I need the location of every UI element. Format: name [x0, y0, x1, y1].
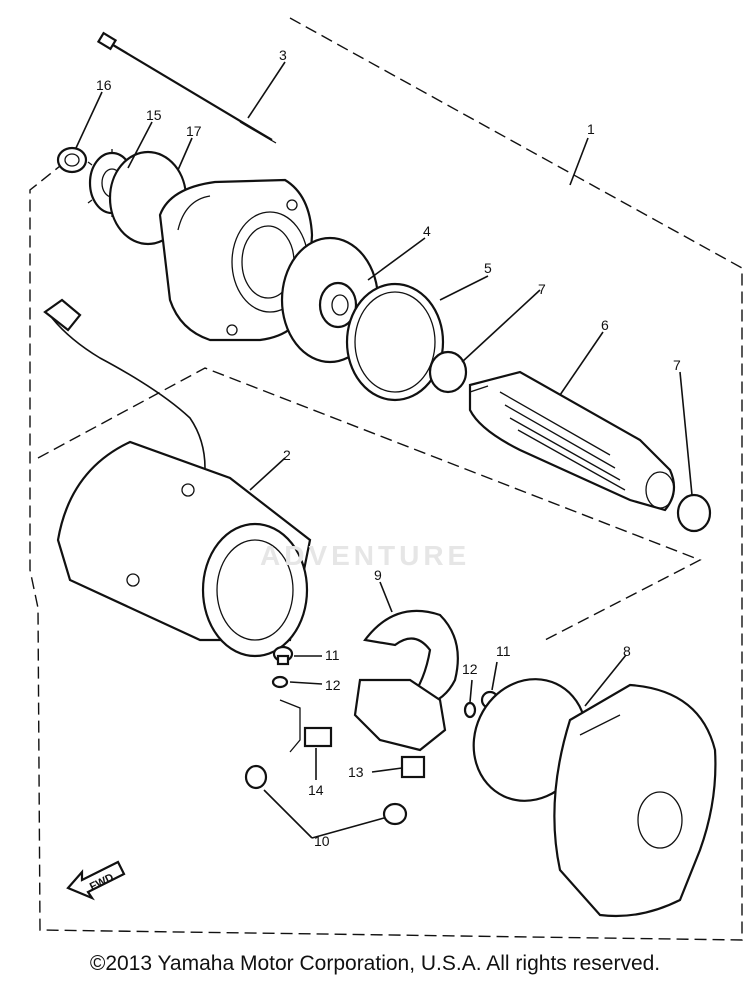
rear-cover-part	[553, 683, 717, 918]
callout-17: 17	[186, 123, 202, 139]
sub-assembly-boundary	[37, 367, 702, 641]
copyright-notice: ©2013 Yamaha Motor Corporation, U.S.A. A…	[89, 952, 661, 975]
fwd-arrow: FWD	[66, 860, 126, 901]
callout-7-lower: 7	[673, 357, 681, 373]
yoke-part	[43, 298, 312, 658]
callout-8: 8	[623, 643, 631, 659]
callout-3: 3	[279, 47, 287, 63]
callout-11-right: 11	[496, 643, 511, 659]
callout-9: 9	[374, 567, 382, 583]
brush-plate-part	[363, 609, 459, 707]
watermark: ADVENTURE	[260, 540, 471, 571]
washer-12-right	[463, 701, 477, 719]
grommet-10-left	[244, 764, 268, 790]
callout-2: 2	[283, 447, 291, 463]
callout-12-left: 12	[325, 677, 341, 693]
washer-7-upper	[428, 350, 468, 394]
front-cover-housing	[158, 178, 314, 342]
callout-6: 6	[601, 317, 609, 333]
grommet-10-right	[382, 802, 408, 826]
callout-4: 4	[423, 223, 431, 239]
callout-15: 15	[146, 107, 162, 123]
brush-holder-part	[279, 678, 447, 779]
callout-7-upper: 7	[538, 281, 546, 297]
callout-1: 1	[587, 121, 595, 137]
leader-lines	[75, 61, 693, 839]
callout-10: 10	[314, 833, 330, 849]
through-bolt-part	[96, 31, 277, 144]
gasket-ring-part	[345, 282, 445, 402]
callout-12-right: 12	[462, 661, 478, 677]
washer-7-lower	[676, 493, 712, 533]
armature-part	[468, 370, 676, 512]
callout-5: 5	[484, 260, 492, 276]
callout-16: 16	[96, 77, 112, 93]
callout-11-left: 11	[325, 647, 340, 663]
washer-12-left	[271, 675, 289, 689]
callout-14: 14	[308, 782, 324, 798]
circlip-part	[56, 146, 88, 174]
callout-13: 13	[348, 764, 364, 780]
screw-11-left	[272, 645, 294, 666]
